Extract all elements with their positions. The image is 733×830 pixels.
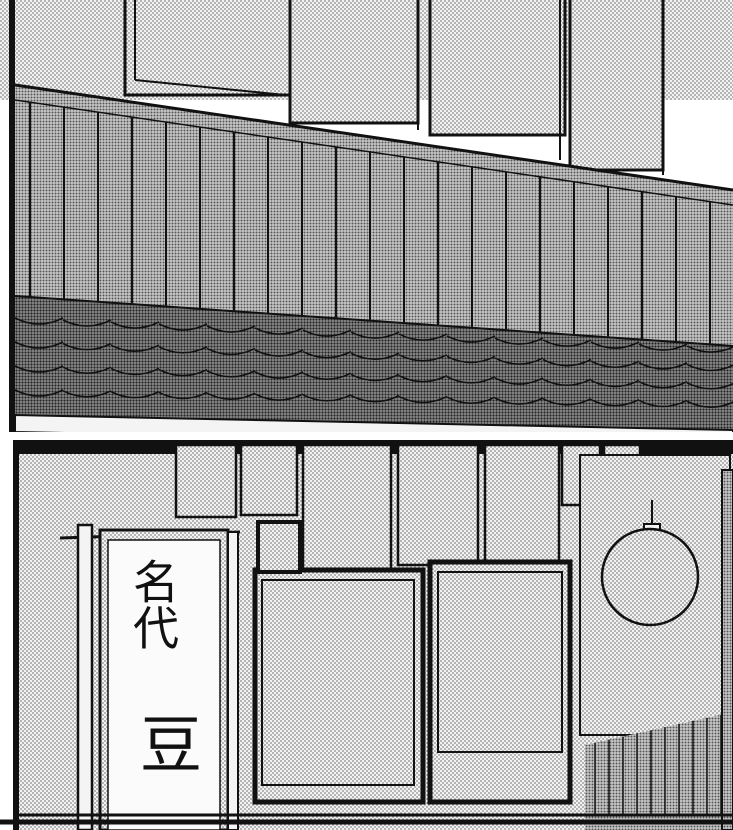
upper-windows — [123, 0, 665, 172]
sign-text-line2: 豆 — [129, 712, 202, 774]
lower-storefront — [15, 440, 733, 830]
sign-text-line1: 名代 — [126, 558, 180, 650]
right-wall — [579, 454, 733, 830]
upper-wall — [0, 0, 733, 175]
round-paper-lantern-icon — [600, 500, 700, 627]
vertical-shop-sign — [59, 523, 241, 830]
board-siding — [14, 83, 733, 350]
sliding-doors — [252, 520, 573, 805]
